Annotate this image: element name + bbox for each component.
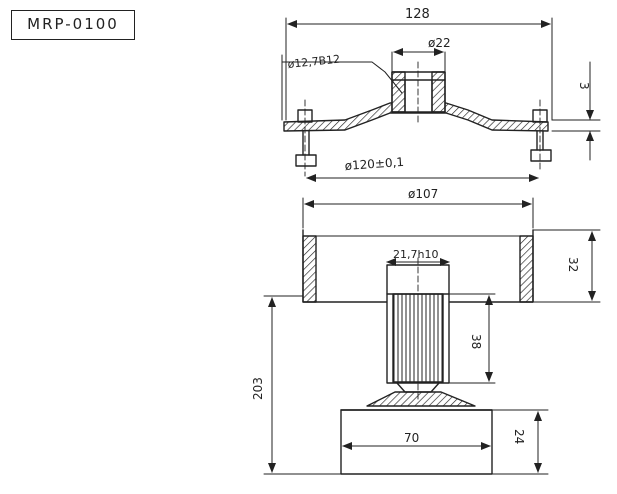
dim-shaft-length: 38 xyxy=(469,334,483,349)
right-bolt xyxy=(530,99,552,171)
flange-plate xyxy=(283,61,549,132)
dim-total-height: 203 xyxy=(251,377,265,400)
dim-flange-thickness: 3 xyxy=(577,82,591,90)
dim-base-width: 70 xyxy=(404,431,419,445)
dim-bolt-circle: ø120±0,1 xyxy=(344,155,404,173)
dim-hub-diameter: ø22 xyxy=(428,36,451,50)
dim-overall-width: 128 xyxy=(405,7,430,22)
part-number: MRP-0100 xyxy=(27,15,119,33)
dim-cup-height: 32 xyxy=(566,257,580,272)
dim-base-height: 24 xyxy=(512,429,526,444)
left-bolt xyxy=(295,99,317,177)
dim-cup-diameter: ø107 xyxy=(408,187,438,201)
knurled-shaft xyxy=(366,257,476,407)
dim-shaft-diameter: 21,7h10 xyxy=(393,248,438,261)
dim-bore: ø12,7B12 xyxy=(287,53,341,71)
part-number-box: MRP-0100 xyxy=(11,10,135,40)
